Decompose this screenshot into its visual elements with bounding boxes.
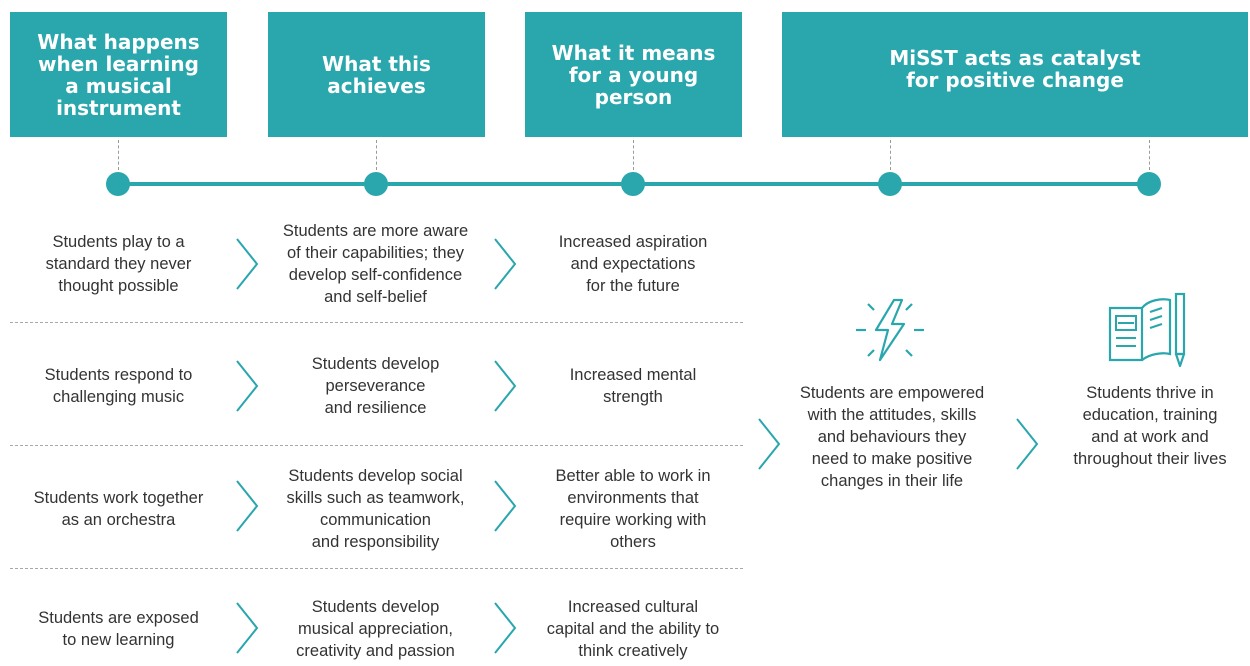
chevron-right-icon [234,478,260,534]
row-3-what-happens: Students work together as an orchestra [33,489,204,529]
timeline-dot [364,172,388,196]
chevron-right-icon [492,600,518,656]
header-what-achieves: What this achieves [268,12,485,137]
chevron-right-icon [756,416,782,472]
row-divider [10,322,743,323]
chevron-right-icon [1014,416,1040,472]
row-divider [10,445,743,446]
chevron-right-icon [234,236,260,292]
row-3-achieves: Students develop social skills such as t… [286,467,465,551]
row-3-means: Better able to work in environments that… [555,467,711,551]
row-2-what-happens: Students respond to challenging music [44,366,193,406]
timeline-dot [621,172,645,196]
row-1-what-happens: Students play to a standard they never t… [45,233,192,295]
header-catalyst: MiSST acts as catalyst for positive chan… [782,12,1248,137]
header-what-happens: What happens when learning a musical ins… [10,12,227,137]
chevron-right-icon [234,600,260,656]
chevron-right-icon [234,358,260,414]
timeline-dot [1137,172,1161,196]
timeline-dot [106,172,130,196]
header-what-it-means: What it means for a young person [525,12,742,137]
row-2-means: Increased mental strength [569,366,697,406]
connector-line [1149,140,1150,170]
row-4-achieves: Students develop musical appreciation, c… [296,598,455,660]
row-4-means: Increased cultural capital and the abili… [546,598,720,660]
chevron-right-icon [492,358,518,414]
empowered-outcome-text: Students are empowered with the attitude… [799,384,985,490]
open-book-pencil-icon [1104,288,1190,377]
row-divider [10,568,743,569]
chevron-right-icon [492,236,518,292]
lightning-bolt-icon [850,294,930,373]
row-1-achieves: Students are more aware of their capabil… [282,222,469,306]
connector-line [118,140,119,170]
chevron-right-icon [492,478,518,534]
row-2-achieves: Students develop perseverance and resili… [311,355,440,417]
connector-line [376,140,377,170]
row-1-means: Increased aspiration and expectations fo… [558,233,708,295]
row-4-what-happens: Students are exposed to new learning [38,609,199,649]
timeline-dot [878,172,902,196]
connector-line [633,140,634,170]
connector-line [890,140,891,170]
thrive-outcome-text: Students thrive in education, training a… [1073,384,1227,468]
